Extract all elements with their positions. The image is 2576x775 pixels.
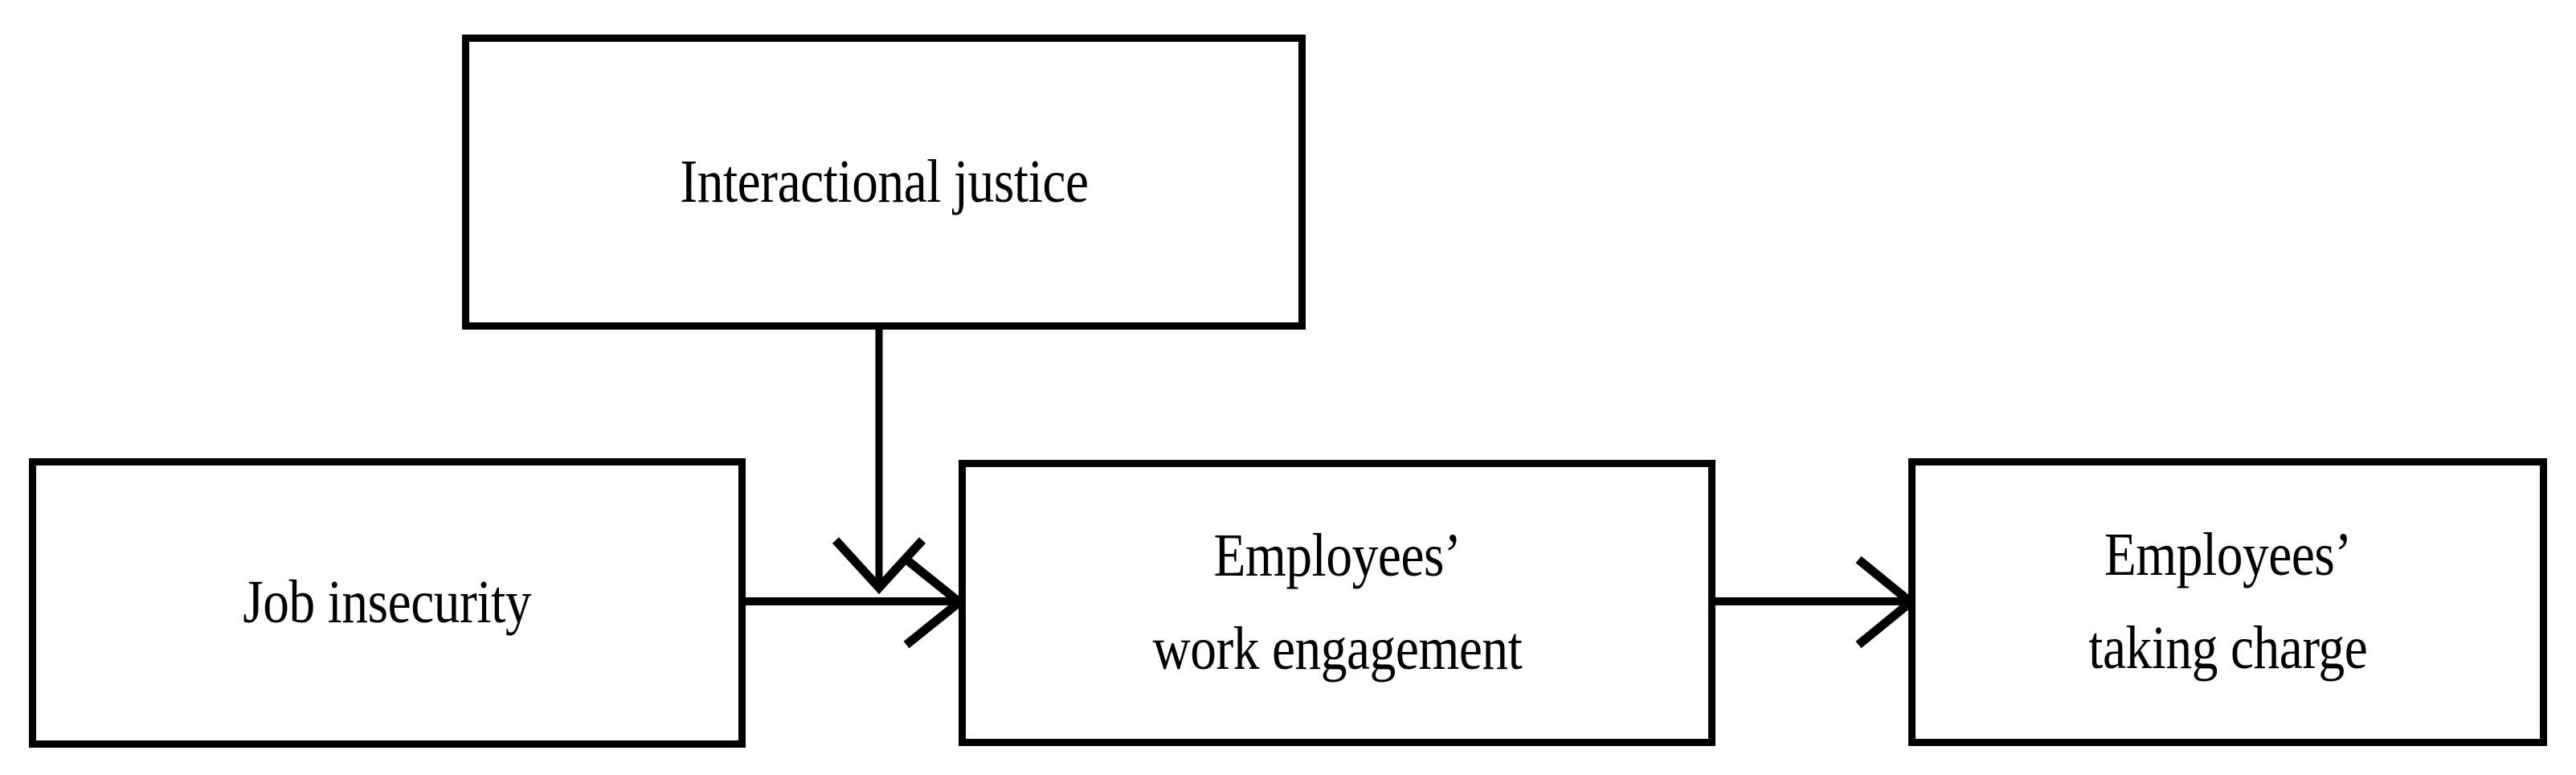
node-interactional-justice-label: Interactional justice [679, 147, 1089, 215]
node-work-engagement-label: Employees’ work engagement [1152, 522, 1522, 683]
moderation-arrowhead [832, 537, 926, 595]
node-taking-charge-label: Employees’ taking charge [2087, 521, 2368, 682]
node-work-engagement[interactable]: Employees’ work engagement [959, 460, 1715, 746]
main-effect-arrow-1-head [903, 556, 967, 649]
main-effect-arrow-2 [1712, 556, 1918, 649]
node-job-insecurity[interactable]: Job insecurity [29, 458, 746, 748]
node-job-insecurity-label: Job insecurity [243, 568, 532, 637]
main-effect-arrow-2-head [1855, 556, 1918, 649]
node-interactional-justice[interactable]: Interactional justice [462, 35, 1306, 330]
node-taking-charge[interactable]: Employees’ taking charge [1908, 458, 2547, 746]
moderation-arrow [832, 328, 926, 595]
main-effect-arrow-1 [742, 556, 967, 649]
